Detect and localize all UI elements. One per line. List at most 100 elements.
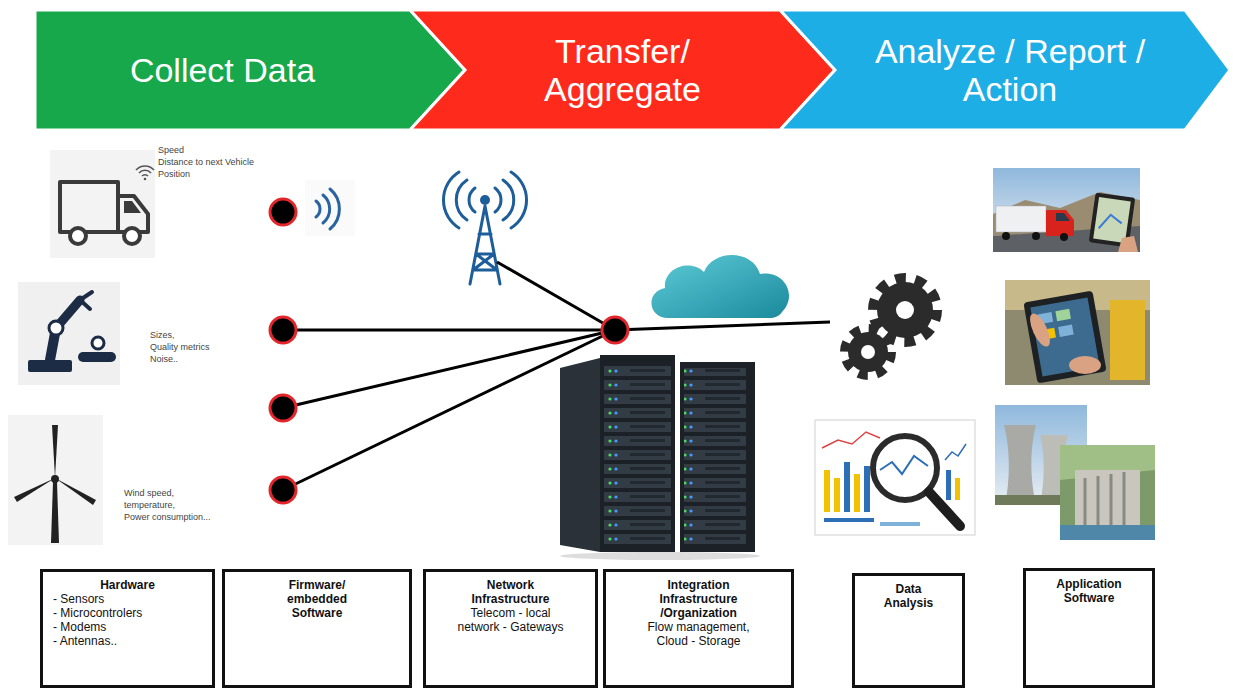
tablet-photo: [1026, 311, 1054, 350]
wifi-symbol: [136, 166, 154, 180]
tablet-photo: [1023, 291, 1106, 384]
truck-photo: [993, 168, 1140, 252]
server-rack: [560, 355, 760, 560]
chart-magnifier-icon: [880, 522, 920, 526]
connection-dot: [270, 317, 296, 343]
wifi-symbol: [144, 178, 147, 181]
connection-dot: [270, 199, 628, 503]
chart-magnifier-icon: [822, 432, 880, 448]
robot-arm-icon: [18, 282, 120, 385]
wind-turbine-icon: [52, 425, 58, 478]
phase-title: Transfer/ Aggregate: [513, 32, 733, 108]
robot-arm-icon: [18, 282, 120, 385]
tablet-photo: [1005, 280, 1150, 385]
gear-icon: [861, 345, 875, 359]
truck-photo: [1002, 232, 1010, 240]
truck-photo: [1060, 233, 1068, 241]
list-item: - Modems: [49, 620, 206, 634]
power-plant-photo: [1085, 472, 1124, 525]
truck-photo: [1046, 210, 1074, 236]
chart-magnifier-icon: [834, 478, 840, 512]
chart-magnifier-icon: [864, 466, 870, 512]
wireless-signal-icon: [316, 201, 320, 217]
wireless-signal-icon: [323, 195, 330, 223]
server-rack: [600, 355, 675, 552]
box-body: Flow management, Cloud - Storage: [636, 620, 761, 648]
power-plant-photo: [1004, 425, 1036, 505]
antenna-tower: [480, 195, 490, 205]
server-rack: [560, 552, 760, 560]
phase-title: Collect Data: [130, 51, 315, 89]
wifi-symbol: [142, 175, 148, 176]
tablet-photo: [1005, 280, 1150, 385]
box-heading: Hardware: [100, 578, 155, 592]
chevron-fill: [410, 10, 835, 130]
wind-turbine-icon: [55, 478, 96, 505]
chart-magnifier-icon: [815, 420, 975, 535]
truck-photo: [1118, 236, 1138, 252]
antenna-tower: [503, 180, 514, 220]
sensor-reading-label: Position: [158, 169, 190, 180]
wind-turbine-icon: [8, 415, 103, 545]
chart-magnifier-icon: [945, 444, 966, 460]
tablet-photo: [1055, 309, 1071, 321]
truck-photo: [1056, 213, 1070, 221]
wind-turbine-icon: [51, 482, 59, 543]
sensor-reading-label: Wind speed,: [124, 488, 174, 499]
layer-box: Data Analysis: [852, 573, 965, 688]
chart-magnifier-icon: [824, 518, 874, 522]
connection-dot: [270, 395, 296, 421]
chart-magnifier-icon: [955, 478, 960, 500]
phase-chevron: Collect Data: [35, 10, 465, 130]
chart-magnifier-icon: [824, 470, 830, 512]
data-link-line: [497, 262, 615, 330]
truck-icon: [50, 150, 155, 258]
antenna-tower: [456, 180, 467, 220]
chart-magnifier-icon: [815, 420, 975, 535]
data-link-line: [615, 322, 830, 330]
truck-photo: [1032, 232, 1040, 240]
connection-dot: [270, 199, 296, 225]
server-rack: [560, 358, 600, 552]
antenna-tower: [470, 206, 500, 284]
truck-icon: [124, 201, 141, 213]
power-plant-photo: [1060, 445, 1155, 540]
truck-photo: [996, 206, 1046, 232]
gear-icon: [896, 301, 914, 319]
box-heading: Firmware/ embedded Software: [272, 578, 362, 620]
sensor-reading-label: Distance to next Vehicle: [158, 157, 254, 168]
truck-photo: [1099, 213, 1123, 231]
gear-icon: [846, 330, 890, 374]
power-plant-photo: [1060, 525, 1155, 540]
wind-turbine-icon: [14, 478, 55, 502]
server-rack: [680, 362, 755, 552]
wireless-signal-icon: [316, 189, 339, 229]
tablet-photo: [1110, 300, 1145, 380]
cloud-icon: [651, 255, 789, 318]
wireless-signal-icon: [330, 189, 339, 229]
sensor-reading-label: Sizes,: [150, 330, 175, 341]
box-heading: Network Infrastructure: [451, 578, 571, 606]
cloud-icon: [651, 255, 789, 318]
box-body: Telecom - local network - Gateways: [451, 606, 571, 634]
robot-arm-icon: [80, 292, 92, 309]
phase-title: Analyze / Report / Action: [860, 32, 1160, 108]
truck-icon: [124, 228, 140, 244]
wind-turbine-icon: [8, 415, 103, 545]
data-link-line: [283, 329, 615, 332]
antenna-tower: [511, 172, 527, 228]
box-heading: Application Software: [1042, 577, 1137, 605]
wifi-symbol: [139, 170, 151, 173]
antenna-tower: [469, 188, 475, 212]
box-heading: Data Analysis: [874, 582, 944, 610]
connection-dot: [270, 477, 296, 503]
box-heading: Integration Infrastructure /Organization: [636, 578, 761, 620]
wireless-signal-icon: [305, 180, 355, 236]
wind-turbine-icon: [51, 475, 59, 483]
antenna-tower: [495, 188, 501, 212]
list-item: - Antennas..: [49, 634, 206, 648]
truck-icon: [70, 228, 86, 244]
antenna-tower: [443, 172, 459, 228]
